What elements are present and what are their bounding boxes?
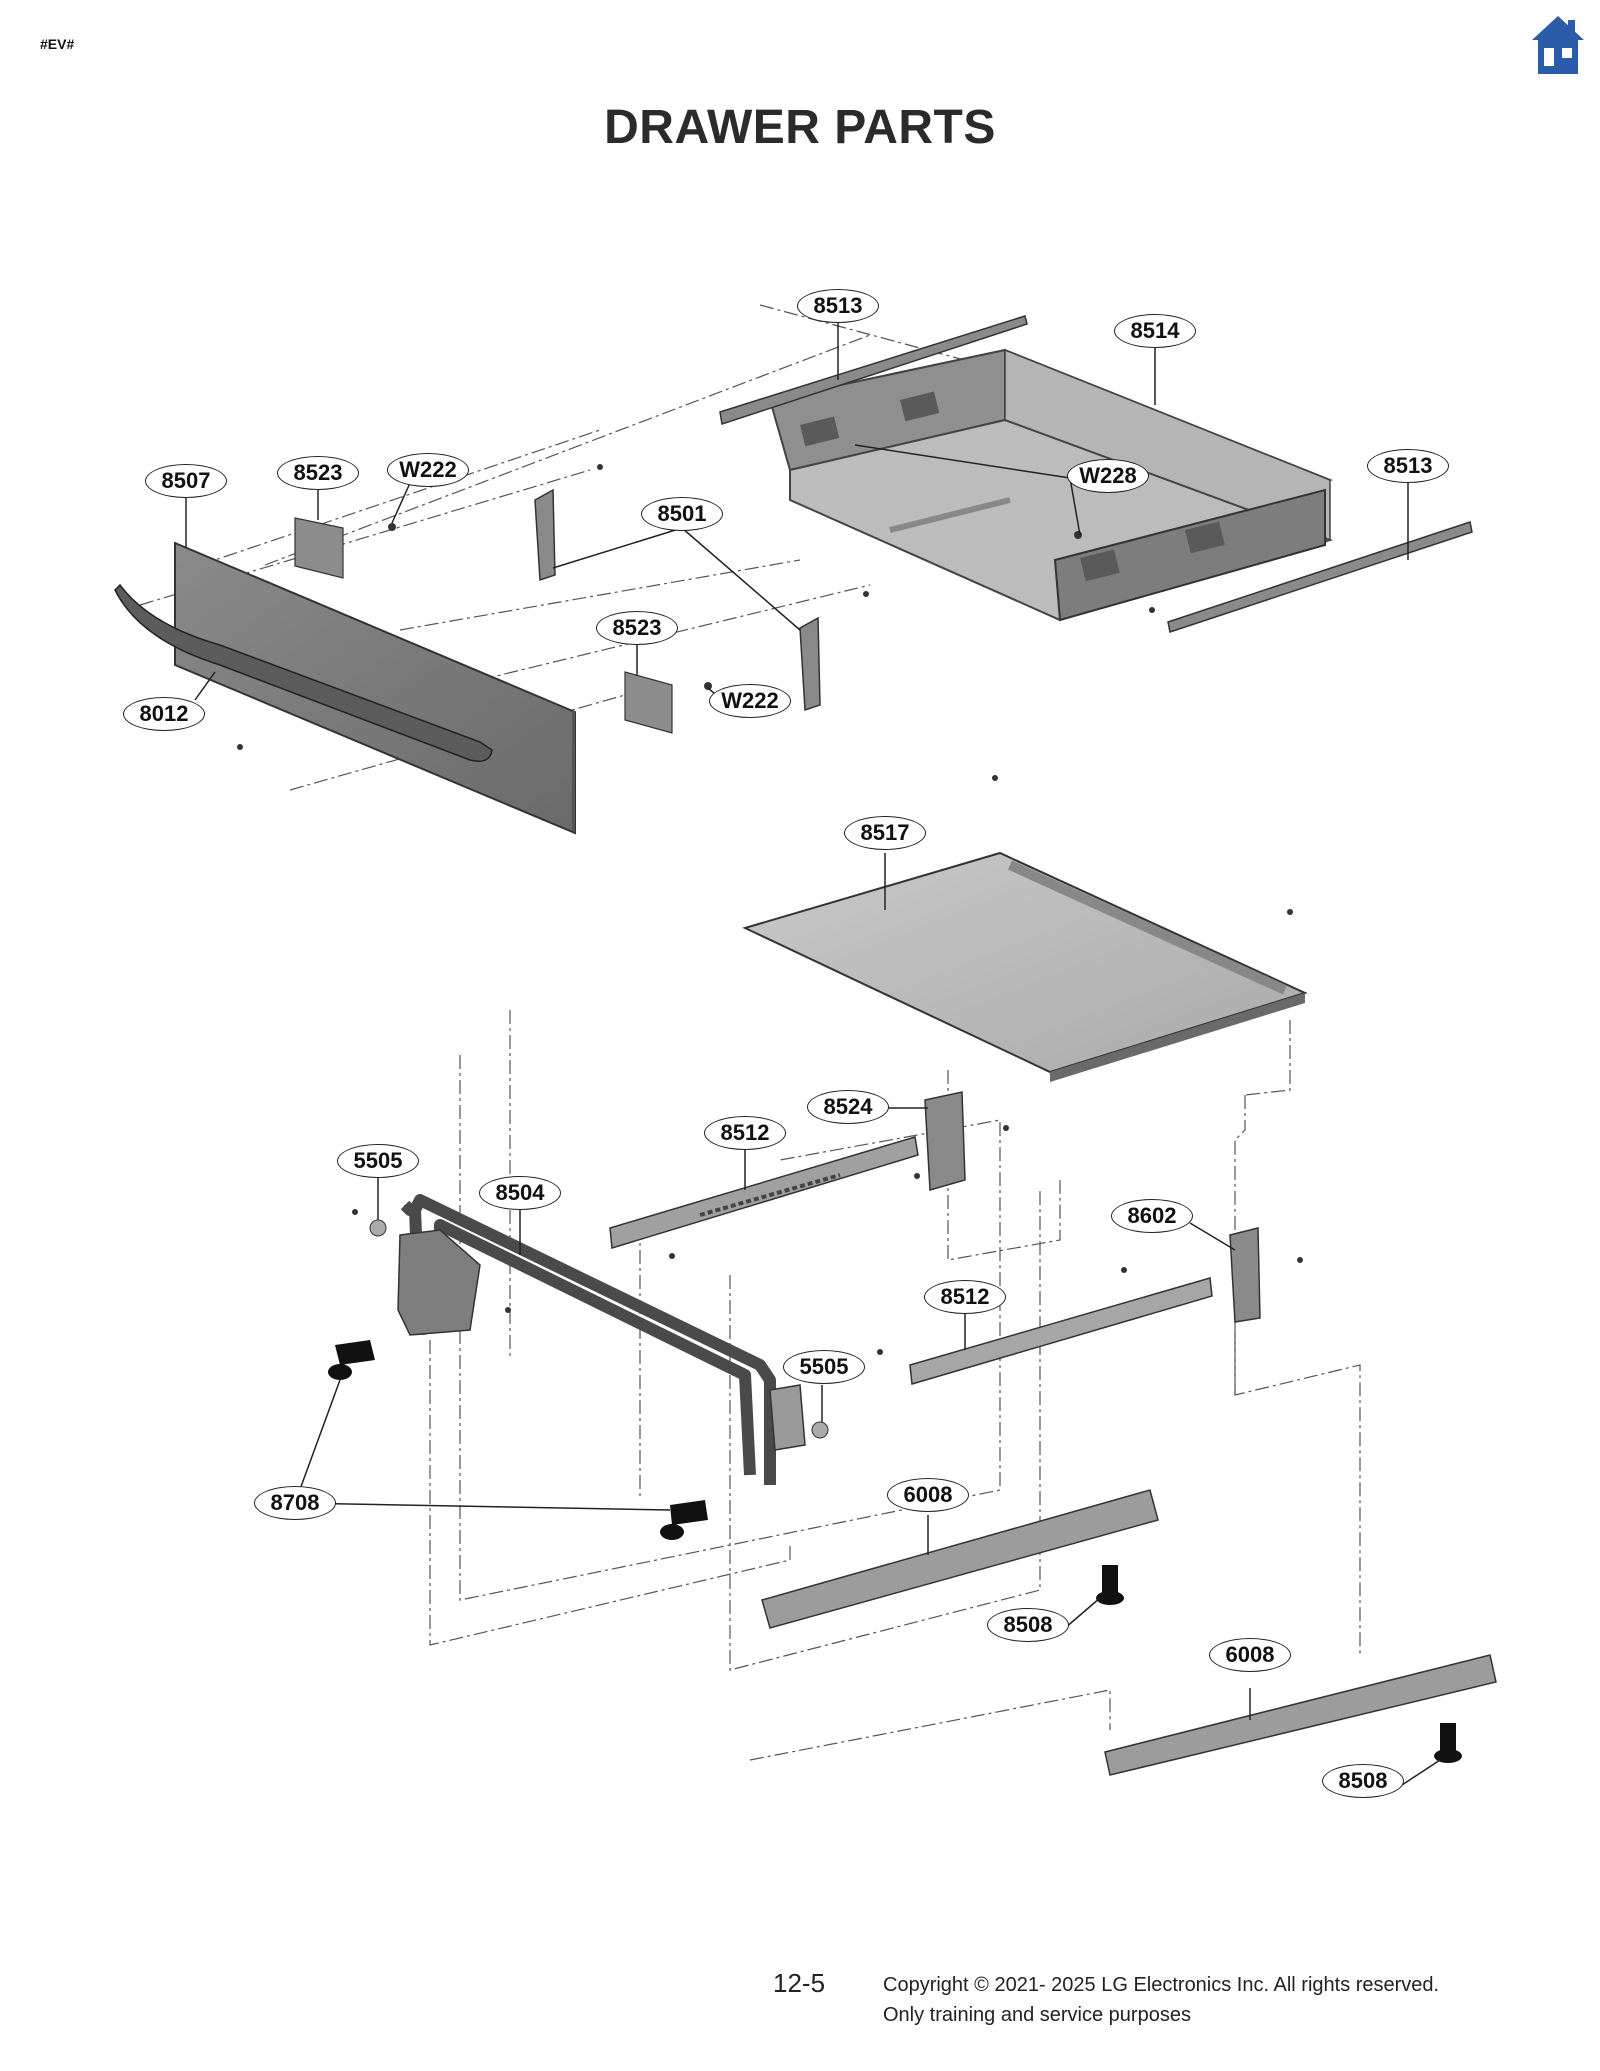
slide-rail-8512-upper	[609, 1136, 919, 1249]
callout-6008-left[interactable]: 6008	[887, 1478, 969, 1512]
plate-8523-lower	[624, 671, 673, 734]
bracket-8501-upper	[534, 488, 556, 582]
drawer-handle-8012	[114, 583, 493, 762]
callout-8708[interactable]: 8708	[254, 1486, 336, 1520]
bracket-8524	[924, 1091, 966, 1191]
callout-w228[interactable]: W228	[1067, 459, 1149, 493]
cover-plate-8517	[742, 851, 1308, 1082]
callout-8514[interactable]: 8514	[1114, 314, 1196, 348]
drawer-front-panel-8507	[174, 541, 576, 835]
copyright-line-2: Only training and service purposes	[883, 2004, 1191, 2026]
plate-8523-upper	[294, 517, 344, 579]
callout-8508-left[interactable]: 8508	[987, 1608, 1069, 1642]
callout-8501[interactable]: 8501	[641, 497, 723, 531]
callout-8512-mid[interactable]: 8512	[924, 1280, 1006, 1314]
callout-8602[interactable]: 8602	[1111, 1199, 1193, 1233]
copyright-notice: Copyright © 2021- 2025 LG Electronics In…	[883, 1970, 1439, 2030]
home-icon[interactable]	[1530, 14, 1586, 76]
callout-8524[interactable]: 8524	[807, 1090, 889, 1124]
drawer-tray-8514	[766, 348, 1334, 622]
screws	[237, 464, 1303, 1355]
callout-8507[interactable]: 8507	[145, 464, 227, 498]
callout-8508-right[interactable]: 8508	[1322, 1764, 1404, 1798]
callout-8504[interactable]: 8504	[479, 1176, 561, 1210]
leader-lines	[185, 323, 1441, 1786]
cap-5505-left	[369, 1219, 387, 1237]
callout-w222-mid[interactable]: W222	[709, 684, 791, 718]
page-number: 12-5	[773, 1968, 826, 1998]
callout-8513-top[interactable]: 8513	[797, 289, 879, 323]
page-title: DRAWER PARTS	[604, 101, 996, 154]
callout-8012[interactable]: 8012	[123, 697, 205, 731]
frame-8504-right-bracket	[769, 1384, 806, 1451]
callout-8512-top[interactable]: 8512	[704, 1116, 786, 1150]
frame-8504-left-bracket	[397, 1229, 481, 1336]
callout-6008-right[interactable]: 6008	[1209, 1638, 1291, 1672]
slide-rail-8512-lower	[909, 1277, 1213, 1385]
foot-8508-left	[1096, 1565, 1124, 1605]
copyright-line-1: Copyright © 2021- 2025 LG Electronics In…	[883, 1974, 1440, 1996]
callout-8523-top[interactable]: 8523	[277, 456, 359, 490]
foot-8508-right	[1434, 1723, 1462, 1763]
cap-5505-mid	[811, 1421, 829, 1439]
callout-5505-left[interactable]: 5505	[337, 1144, 419, 1178]
drawer-rail-8513-top	[719, 315, 1028, 425]
base-rail-6008-right	[1104, 1654, 1497, 1776]
bracket-8501-lower	[799, 616, 821, 712]
callout-8513-right[interactable]: 8513	[1367, 449, 1449, 483]
document-tag: #EV#	[40, 36, 75, 52]
leveler-8708-right	[660, 1500, 708, 1540]
callout-5505-mid[interactable]: 5505	[783, 1350, 865, 1384]
drawer-rail-8513-right	[1167, 521, 1473, 633]
bracket-8602	[1229, 1227, 1261, 1323]
base-rail-6008-left	[761, 1489, 1159, 1629]
callout-8523-mid[interactable]: 8523	[596, 611, 678, 645]
callout-w222-top[interactable]: W222	[387, 453, 469, 487]
callout-8517[interactable]: 8517	[844, 816, 926, 850]
leveler-8708-left	[328, 1340, 375, 1380]
